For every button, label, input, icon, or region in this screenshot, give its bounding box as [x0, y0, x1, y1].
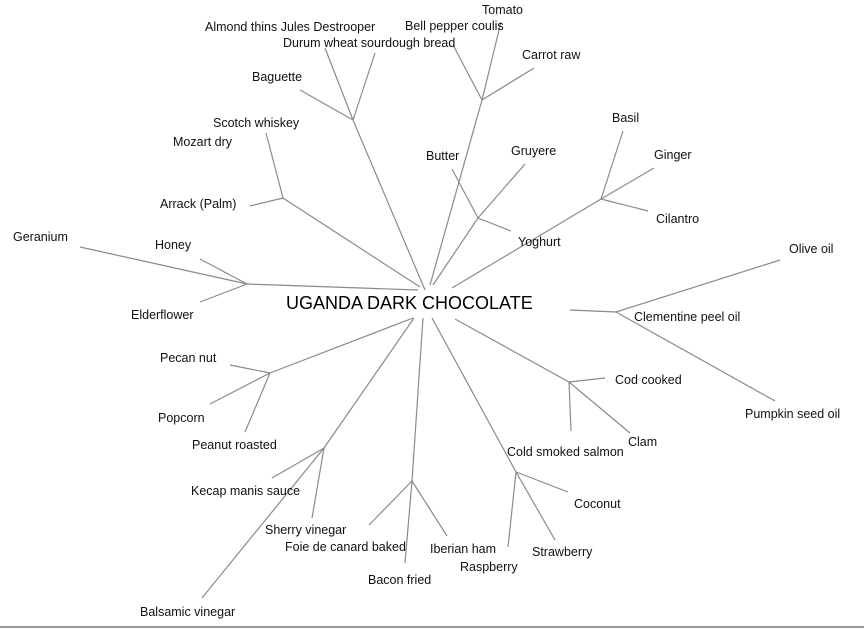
branch-line	[209, 372, 271, 405]
branch-line	[454, 318, 570, 383]
branch-line	[431, 317, 517, 473]
leaf-label: Sherry vinegar	[265, 523, 346, 537]
leaf-label: Strawberry	[532, 545, 593, 559]
leaf-label: Butter	[426, 149, 459, 163]
leaf-label: Popcorn	[158, 411, 205, 425]
branch-line	[615, 259, 781, 313]
leaf-label: Baguette	[252, 70, 302, 84]
leaf-label: Bacon fried	[368, 573, 431, 587]
leaf-label: Foie de canard baked	[285, 540, 406, 554]
branch-line	[451, 168, 479, 219]
leaf-label: Peanut roasted	[192, 438, 277, 452]
branch-line	[411, 317, 424, 482]
branch-line	[324, 47, 354, 121]
leaf-label: Basil	[612, 111, 639, 125]
bottom-border	[0, 626, 864, 628]
leaf-label: Cold smoked salmon	[507, 445, 624, 459]
branch-line	[246, 283, 419, 291]
center-node-label: UGANDA DARK CHOCOLATE	[286, 293, 533, 313]
leaf-label: Carrot raw	[522, 48, 581, 62]
leaf-label: Durum wheat sourdough bread	[283, 36, 455, 50]
leaf-label: Geranium	[13, 230, 68, 244]
branch-line	[265, 132, 284, 199]
leaf-label: Olive oil	[789, 242, 833, 256]
branch-line	[282, 197, 421, 288]
leaf-label: Coconut	[574, 497, 621, 511]
branch-line	[199, 258, 248, 285]
leaf-label: Gruyere	[511, 144, 556, 158]
branch-line	[477, 163, 526, 219]
leaf-label: Iberian ham	[430, 542, 496, 556]
leaf-label: Almond thins Jules Destrooper	[205, 20, 375, 34]
branch-line	[515, 471, 569, 493]
branch-line	[615, 311, 776, 402]
leaf-label: Balsamic vinegar	[140, 605, 235, 619]
branch-line	[269, 317, 414, 374]
leaf-label: Bell pepper coulis	[405, 19, 504, 33]
branch-line	[569, 309, 617, 313]
leaf-label: Ginger	[654, 148, 692, 162]
branch-line	[311, 447, 325, 519]
branch-line	[352, 52, 376, 121]
leaf-label: Arrack (Palm)	[160, 197, 236, 211]
branch-line	[429, 99, 483, 286]
branch-line	[481, 21, 502, 101]
branch-line	[79, 246, 248, 285]
branch-line	[600, 167, 655, 200]
branch-line	[568, 377, 606, 383]
branch-line	[299, 89, 354, 121]
branch-line	[451, 198, 602, 289]
branch-line	[568, 381, 631, 434]
leaf-label: Tomato	[482, 3, 523, 17]
branch-line	[515, 471, 556, 541]
branch-line	[368, 480, 413, 526]
branch-line	[432, 217, 479, 286]
branch-line	[404, 480, 413, 564]
leaf-label: Cod cooked	[615, 373, 682, 387]
branch-line	[229, 364, 271, 374]
leaf-label: Scotch whiskey	[213, 116, 300, 130]
leaf-label: Elderflower	[131, 308, 194, 322]
branch-line	[507, 471, 517, 548]
branch-line	[600, 198, 649, 212]
leaf-label: Honey	[155, 238, 192, 252]
branch-line	[249, 197, 284, 207]
branch-line	[323, 317, 415, 449]
branch-line	[568, 381, 572, 432]
leaf-label: Yoghurt	[518, 235, 561, 249]
leaf-label: Cilantro	[656, 212, 699, 226]
branches	[79, 21, 781, 599]
leaf-label: Pecan nut	[160, 351, 217, 365]
branch-line	[411, 480, 448, 537]
leaf-label: Clam	[628, 435, 657, 449]
branch-line	[452, 44, 483, 101]
branch-line	[481, 67, 535, 101]
leaf-labels: Almond thins Jules Destrooper Durum whea…	[13, 3, 840, 619]
branch-line	[352, 119, 426, 291]
branch-line	[600, 130, 624, 200]
leaf-label: Clementine peel oil	[634, 310, 740, 324]
branch-line	[199, 283, 248, 303]
leaf-label: Mozart dry	[173, 135, 233, 149]
leaf-label: Kecap manis sauce	[191, 484, 300, 498]
branch-line	[244, 372, 271, 433]
leaf-label: Raspberry	[460, 560, 518, 574]
branch-line	[477, 217, 512, 232]
branch-line	[271, 447, 325, 479]
leaf-label: Pumpkin seed oil	[745, 407, 840, 421]
branch-line	[201, 447, 325, 599]
